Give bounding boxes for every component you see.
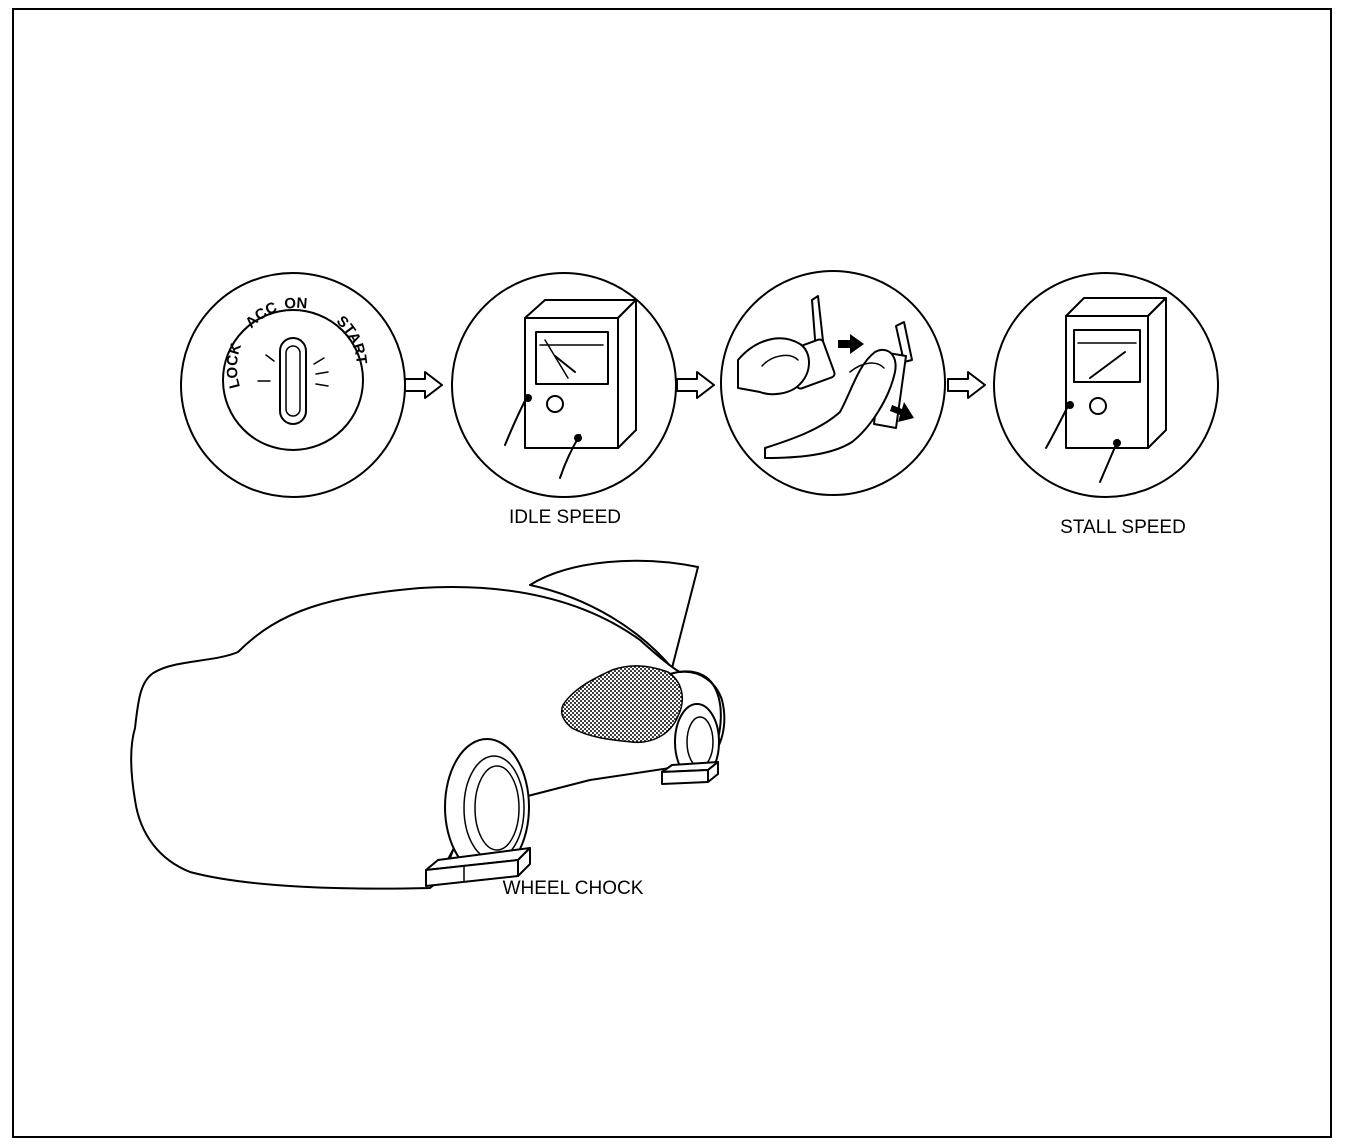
pedals-icon — [721, 271, 945, 495]
tachometer-icon — [994, 273, 1218, 497]
ignition-on-label: ON — [284, 295, 308, 313]
ignition-lock-label: LOCK — [224, 341, 245, 390]
svg-text:ON: ON — [284, 295, 308, 313]
wheel-chock-label: WHEEL CHOCK — [503, 878, 644, 899]
arrow-right-icon — [405, 372, 442, 398]
tachometer-icon — [452, 273, 676, 497]
arrow-right-icon — [948, 372, 985, 398]
car-icon — [131, 561, 724, 889]
ignition-switch-icon: LOCK ACC ON START — [181, 273, 405, 497]
idle-speed-label: IDLE SPEED — [509, 507, 621, 528]
ignition-start-label: START — [333, 313, 370, 366]
wheel-chock-icon — [662, 762, 718, 784]
svg-text:LOCK: LOCK — [224, 341, 245, 390]
stall-speed-label: STALL SPEED — [1060, 517, 1186, 538]
svg-text:START: START — [333, 313, 370, 366]
arrow-right-icon — [677, 372, 714, 398]
